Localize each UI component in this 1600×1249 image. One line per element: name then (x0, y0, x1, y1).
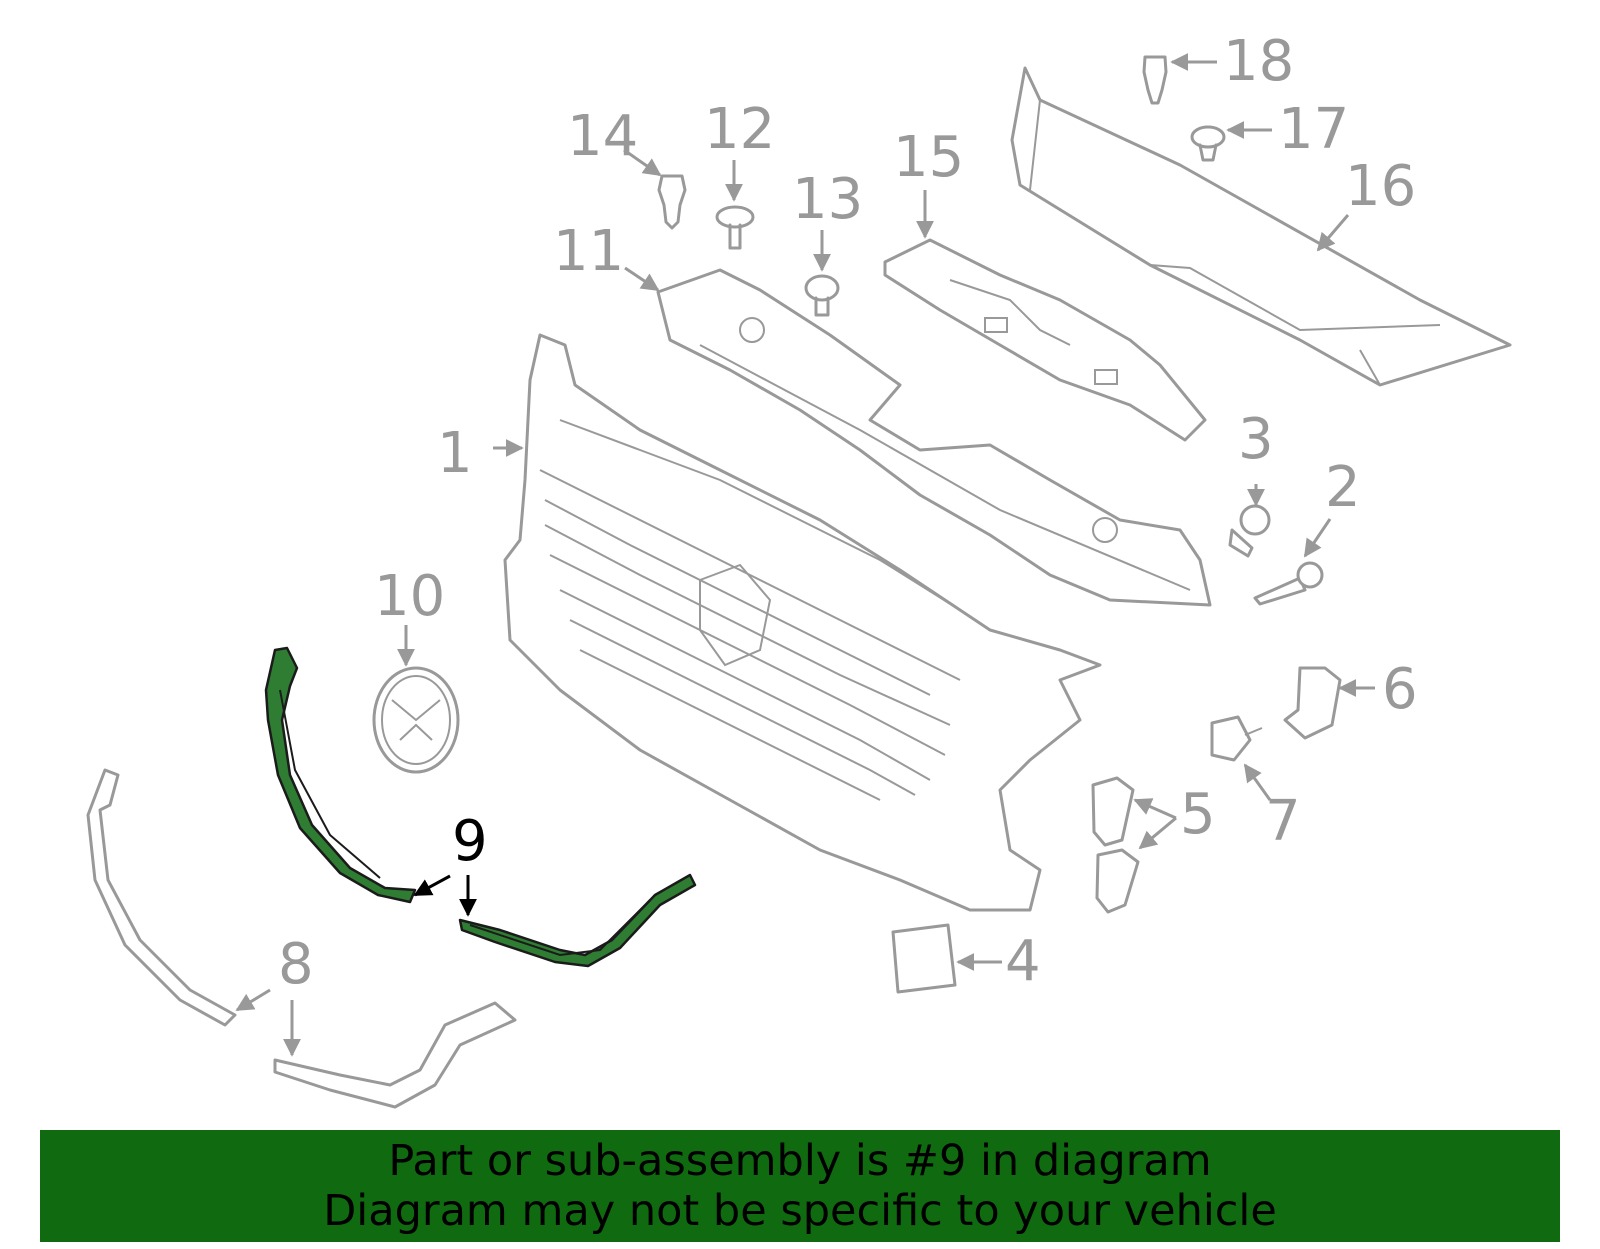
part-2-screw (1253, 561, 1324, 606)
part-6-bracket (1283, 666, 1342, 740)
callout-1: 1 (437, 421, 473, 486)
part-14-fastener (657, 174, 687, 230)
callout-4: 4 (1005, 929, 1041, 994)
callout-16: 16 (1345, 154, 1416, 219)
callout-15: 15 (893, 125, 964, 190)
callout-3: 3 (1238, 407, 1274, 472)
part-4-cap (891, 923, 957, 994)
part-16-upper-panel (1010, 66, 1512, 387)
callout-17: 17 (1278, 97, 1349, 162)
part-12-fastener (715, 205, 755, 250)
part-9-molding-highlighted (264, 646, 697, 968)
callout-14: 14 (567, 104, 638, 169)
part-17-fastener (1190, 125, 1226, 162)
part-7-clip (1210, 715, 1263, 762)
callout-13: 13 (792, 167, 863, 232)
callout-9: 9 (452, 809, 488, 874)
callout-10: 10 (374, 564, 445, 629)
part-15-shield (883, 238, 1207, 442)
part-3-pin (1228, 504, 1271, 558)
callout-6: 6 (1382, 657, 1418, 722)
callout-7: 7 (1265, 789, 1301, 854)
callout-11: 11 (553, 219, 624, 284)
callout-2: 2 (1325, 455, 1361, 520)
part-10-emblem (372, 666, 460, 774)
callout-18: 18 (1223, 29, 1294, 94)
part-8-molding-left (86, 768, 237, 1027)
part-13-fastener (804, 274, 840, 317)
banner-line-2: Diagram may not be specific to your vehi… (323, 1186, 1277, 1236)
parts-diagram: 1 2 3 4 5 6 7 8 9 10 11 12 13 14 15 16 1… (86, 29, 1512, 1109)
info-banner: Part or sub-assembly is #9 in diagram Di… (40, 1130, 1560, 1242)
part-18-fastener (1142, 55, 1168, 105)
callout-8: 8 (278, 932, 314, 997)
banner-line-1: Part or sub-assembly is #9 in diagram (388, 1136, 1212, 1186)
callout-5: 5 (1180, 782, 1216, 847)
part-8-molding-right (273, 1001, 517, 1109)
leader-arrows (235, 53, 1375, 1057)
part-11-bracket (656, 268, 1212, 607)
callout-12: 12 (704, 97, 775, 162)
part-1-grille (503, 333, 1102, 912)
part-5-clips (1091, 776, 1140, 914)
